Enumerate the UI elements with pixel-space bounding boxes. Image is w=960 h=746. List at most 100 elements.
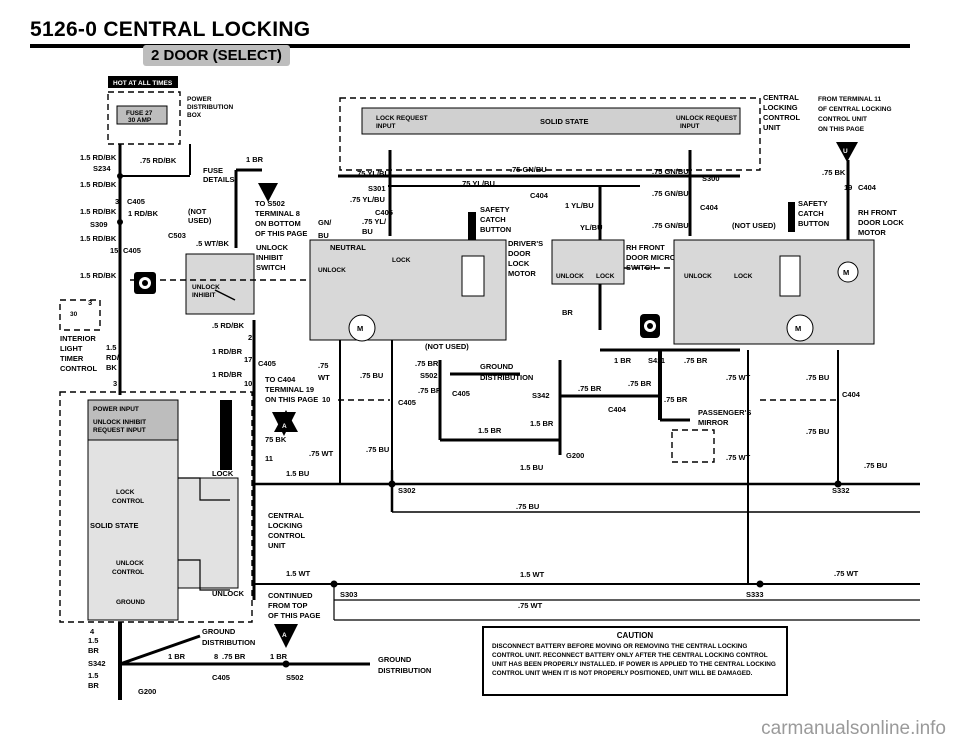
wt15: 1.5 WT [286, 569, 311, 578]
rh-front-2: DOOR MICRO- [626, 253, 679, 262]
br75-right: .75 BR [684, 356, 708, 365]
wt75c: .75 WT [834, 569, 859, 578]
solid-state-text: SOLID STATE [90, 521, 138, 530]
rh-motor-2: DOOR LOCK [858, 218, 904, 227]
page-subtitle: 2 DOOR (SELECT) [143, 45, 290, 66]
unlock-inhibit-switch [185, 253, 255, 315]
gn-bu-75-right: .75 GN/BU [652, 167, 689, 176]
unlock2: UNLOCK [684, 273, 712, 280]
central-mid-3: CONTROL [268, 531, 305, 540]
br-right: BR [562, 308, 573, 317]
bu75c-mid: .75 BU [366, 445, 389, 454]
rh-motor-1: RH FRONT [858, 208, 897, 217]
one-br-label: 1 BR [246, 155, 264, 164]
power-box-label-3: BOX [187, 112, 202, 119]
c404: C404 [530, 191, 549, 200]
svg-text:A: A [282, 423, 287, 430]
br75b-right: .75 BR [628, 379, 652, 388]
passengers-2: MIRROR [698, 418, 729, 427]
from-terminal-4: ON THIS PAGE [818, 126, 865, 133]
drivers-1: DRIVER'S [508, 239, 543, 248]
caution-text: DISCONNECT BATTERY BEFORE MOVING OR REMO… [492, 643, 776, 677]
c404c-right: C404 [842, 390, 861, 399]
drivers-4: MOTOR [508, 269, 536, 278]
c405c: C405 [258, 359, 276, 368]
bk75: 75 BK [265, 435, 287, 444]
bottom-ground-2: DISTRIBUTION [202, 638, 255, 647]
lock-control-2: CONTROL [112, 498, 144, 505]
lock2: LOCK [734, 273, 753, 280]
bottom-g200: G200 [138, 687, 156, 696]
unlock-request-label: UNLOCK REQUEST [676, 115, 737, 122]
left-w6: 1.5 RD/BK [80, 271, 117, 280]
bottom-s502: S502 [286, 673, 304, 682]
neutral: NEUTRAL [330, 243, 366, 252]
svg-text:30: 30 [70, 311, 78, 318]
c405b-mid: C405 [452, 389, 470, 398]
fuse-box [116, 105, 168, 125]
ground-mid-2: DISTRIBUTION [480, 373, 533, 382]
unlock-right: UNLOCK [556, 273, 584, 280]
control-unit-top-box [339, 97, 761, 171]
safety-3: BUTTON [480, 225, 511, 234]
solid-state-label: SOLID STATE [540, 117, 588, 126]
bu3: BU [362, 227, 373, 236]
ten: 10 [322, 395, 330, 404]
ground-mid-1: GROUND [480, 362, 514, 371]
drivers-2: DOOR [508, 249, 531, 258]
rd-br-1: 1 RD/BR [212, 347, 243, 356]
continued-1: CONTINUED [268, 591, 313, 600]
bk75-right: .75 BK [822, 168, 846, 177]
svg-text:M: M [357, 324, 363, 333]
from-terminal-1: FROM TERMINAL 11 [818, 96, 881, 103]
bu75b: .75 BU [516, 502, 539, 511]
bottom-15b: 1.5 [88, 671, 98, 680]
svg-text:.75: .75 [318, 361, 328, 370]
one-br-right: 1 BR [614, 356, 632, 365]
watermark: carmanualsonline.info [761, 718, 946, 739]
left-s309: S309 [90, 220, 108, 229]
s502-mid: S502 [420, 371, 438, 380]
yl-bu-75b: .75 YL/BU [350, 195, 385, 204]
left-w4: 1.5 RD/BK [80, 207, 117, 216]
c405c-mid: C405 [398, 398, 416, 407]
svg-text:U: U [843, 148, 848, 155]
rd-br-2: 1 RD/BR [212, 370, 243, 379]
svg-text:A: A [282, 632, 287, 639]
switch-unlock: UNLOCK [192, 284, 220, 291]
left-c405b: C405 [123, 246, 141, 255]
fuse-amp: 30 AMP [128, 117, 152, 124]
ground-ss: GROUND [116, 599, 145, 606]
left-c503: C503 [168, 231, 186, 240]
yl75: .75 YL/ [362, 217, 387, 226]
s332: S332 [832, 486, 850, 495]
not-used-right: (NOT USED) [732, 221, 776, 230]
yl-bu-75c: .75 YL/BU [460, 179, 495, 188]
page-title: 5126-0 CENTRAL LOCKING [30, 18, 311, 41]
to-s502-2: TERMINAL 8 [255, 209, 300, 218]
left-w5: 1.5 RD/BK [80, 234, 117, 243]
central-mid-1: CENTRAL [268, 511, 304, 520]
not-used-2: USED) [188, 216, 212, 225]
to-c404-1: TO C404 [265, 375, 296, 384]
unlock-request-input: INPUT [680, 123, 700, 130]
left-w2: .75 RD/BK [140, 156, 177, 165]
to-s502-3: ON BOTTOM [255, 219, 301, 228]
wt75b-right: .75 WT [726, 373, 751, 382]
hot-badge-label: HOT AT ALL TIMES [113, 80, 173, 87]
bottom-ground-1: GROUND [202, 627, 236, 636]
s342-mid: S342 [532, 391, 550, 400]
gn-bu-75c: .75 GN/BU [652, 221, 689, 230]
br75c: .75 BR [418, 386, 442, 395]
left-three: 3 [113, 379, 117, 388]
s302: S302 [398, 486, 416, 495]
u-connector-arrow-top [836, 142, 858, 162]
solid-state-box [59, 391, 253, 623]
svg-text:M: M [843, 268, 849, 277]
bu75b-right: .75 BU [806, 427, 829, 436]
left-w3: 1.5 RD/BK [80, 180, 117, 189]
unlock-inhibit-1: UNLOCK [256, 243, 289, 252]
yl-bu-1: 1 YL/BU [565, 201, 594, 210]
c404b: C404 [608, 405, 627, 414]
